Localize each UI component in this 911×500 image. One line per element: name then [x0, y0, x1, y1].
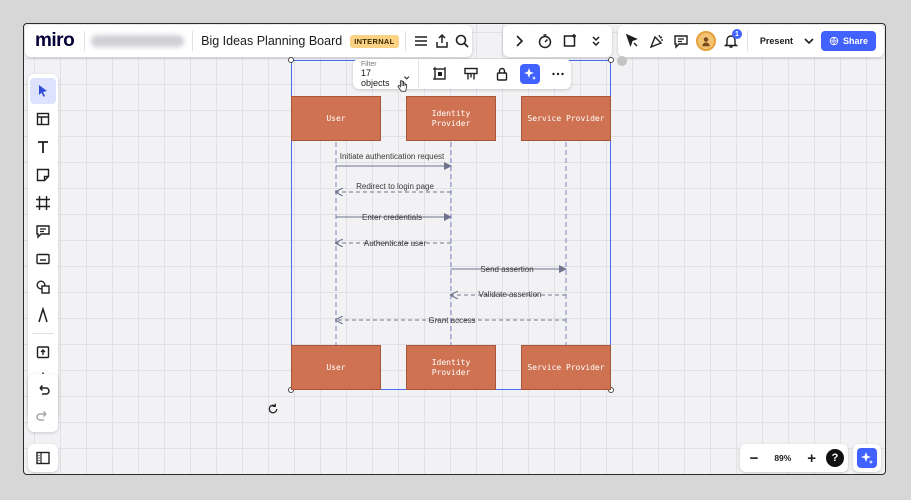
sidebar-panel [28, 444, 58, 472]
filter-value: 17 objects [361, 68, 410, 88]
message-label-5[interactable]: Send assertion [480, 265, 534, 274]
zoom-in-button[interactable]: + [807, 449, 817, 467]
selection-handle-top-right[interactable] [608, 57, 614, 63]
frame-selection-icon[interactable] [427, 61, 453, 87]
undo-redo-panel [28, 374, 58, 432]
selection-handle-bottom-right[interactable] [608, 387, 614, 393]
divider [746, 31, 748, 51]
miro-board-canvas[interactable]: miro Big Ideas Planning Board INTERNAL [23, 23, 886, 475]
message-label-3[interactable]: Enter credentials [361, 213, 423, 222]
filter-dropdown[interactable]: Filter 17 objects [353, 59, 419, 89]
chevrons-down-icon[interactable] [584, 28, 609, 54]
zoom-controls: − 89% + ? [740, 444, 848, 472]
sidebar-toggle-icon[interactable] [30, 445, 56, 471]
notification-count: 1 [731, 29, 742, 39]
selection-handle-top-left[interactable] [288, 57, 294, 63]
participant-user-top[interactable]: User [291, 96, 381, 141]
message-label-7[interactable]: Grant access [428, 316, 476, 325]
cursor-follow-icon[interactable] [620, 28, 645, 54]
participant-label: Service Provider [527, 362, 605, 372]
lock-icon[interactable] [489, 61, 515, 87]
notifications-button[interactable]: 1 [718, 28, 743, 54]
hand-cursor-icon [396, 79, 408, 93]
collaboration-panel: 1 Present Share [618, 25, 884, 57]
divider [84, 31, 85, 51]
more-options-icon[interactable] [545, 61, 571, 87]
context-toolbar: Filter 17 objects [353, 59, 571, 89]
chevron-down-icon [403, 75, 409, 80]
templates-icon[interactable] [30, 106, 56, 132]
participant-user-bottom[interactable]: User [291, 345, 381, 390]
divider [192, 31, 194, 51]
board-header: miro Big Ideas Planning Board INTERNAL [25, 25, 472, 57]
participant-service-provider-top[interactable]: Service Provider [521, 96, 611, 141]
filter-label: Filter [361, 60, 377, 68]
pen-tool-icon[interactable] [30, 302, 56, 328]
participant-label: Service Provider [527, 113, 605, 123]
classification-badge[interactable]: INTERNAL [350, 34, 399, 48]
card-tool-icon[interactable] [30, 246, 56, 272]
redo-icon[interactable] [30, 404, 56, 428]
menu-icon[interactable] [411, 28, 431, 54]
upload-icon[interactable] [30, 339, 56, 365]
shapes-tool-icon[interactable] [30, 274, 56, 300]
user-avatar[interactable] [694, 28, 719, 54]
divider [32, 333, 54, 334]
message-label-6[interactable]: Validate assertion [478, 290, 542, 299]
participant-label: User [326, 362, 346, 372]
zoom-out-button[interactable]: − [749, 449, 759, 467]
ai-panel [853, 444, 881, 472]
celebrate-icon[interactable] [645, 28, 670, 54]
frame-tool-icon[interactable] [30, 190, 56, 216]
ai-sparkle-icon[interactable] [857, 448, 877, 468]
help-button[interactable]: ? [826, 449, 844, 467]
zoom-level[interactable]: 89% [774, 453, 792, 463]
board-tools-panel [503, 25, 612, 57]
participant-identity-provider-bottom[interactable]: Identity Provider [406, 345, 496, 390]
avatar [696, 31, 717, 51]
export-icon[interactable] [432, 28, 452, 54]
sticky-note-icon[interactable] [30, 162, 56, 188]
share-button[interactable]: Share [820, 31, 876, 51]
timer-icon[interactable] [533, 28, 558, 54]
filter-count: 17 objects [361, 67, 390, 88]
rotate-handle-icon[interactable] [267, 402, 279, 414]
participant-label: Identity Provider [431, 108, 471, 128]
globe-icon [829, 36, 839, 46]
sequence-diagram-connectors [24, 142, 567, 346]
miro-logo[interactable]: miro [35, 30, 75, 51]
present-button[interactable]: Present [759, 36, 793, 46]
participant-label: User [326, 113, 346, 123]
present-options-chevron-icon[interactable] [801, 28, 817, 54]
creation-toolbar [28, 74, 58, 419]
message-label-2[interactable]: Redirect to login page [356, 182, 434, 191]
share-label: Share [842, 36, 868, 46]
ai-assist-icon[interactable] [520, 64, 540, 84]
comment-icon[interactable] [669, 28, 694, 54]
sticky-add-icon[interactable] [558, 28, 583, 54]
participant-service-provider-bottom[interactable]: Service Provider [521, 345, 611, 390]
participant-identity-provider-top[interactable]: Identity Provider [406, 96, 496, 141]
search-icon[interactable] [452, 28, 472, 54]
lock-group-icon[interactable] [617, 56, 627, 66]
format-style-icon[interactable] [458, 61, 484, 87]
blurred-workspace-name [90, 35, 185, 47]
text-tool-icon[interactable] [30, 134, 56, 160]
participant-label: Identity Provider [431, 357, 471, 377]
board-title[interactable]: Big Ideas Planning Board [201, 34, 343, 48]
comment-tool-icon[interactable] [30, 218, 56, 244]
divider [404, 31, 406, 51]
message-label-4[interactable]: Authenticate user [363, 239, 427, 248]
message-label-1[interactable]: Initiate authentication request [339, 152, 445, 161]
select-tool-icon[interactable] [30, 78, 56, 104]
chevron-right-icon[interactable] [507, 28, 532, 54]
undo-icon[interactable] [30, 378, 56, 402]
